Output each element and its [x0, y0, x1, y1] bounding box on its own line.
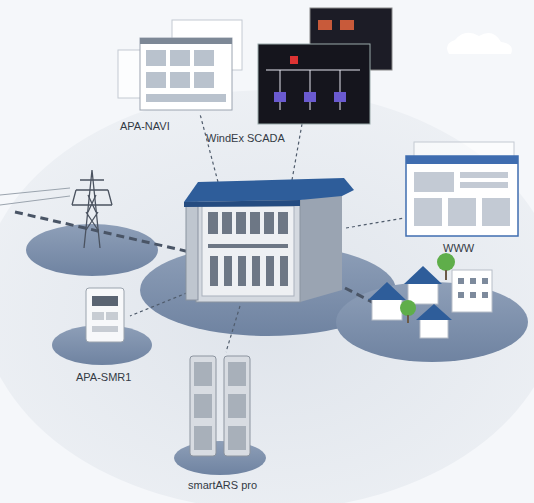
cabinet: [184, 178, 354, 302]
ars-disk: [174, 441, 266, 475]
cloud: [447, 33, 512, 54]
device-label: smartARS pro: [186, 478, 259, 493]
houses: [368, 253, 492, 338]
www-window: [406, 142, 518, 236]
device-label: APA-NAVI: [118, 119, 172, 134]
navi-screens: [118, 20, 242, 110]
pylon-disk: [26, 224, 158, 276]
pylon: [72, 170, 112, 248]
label-text: smartARS pro: [188, 479, 257, 492]
device-label: WindEx SCADA: [204, 131, 287, 146]
label-text: APA-NAVI: [120, 120, 170, 133]
label-text: WWW: [443, 242, 474, 255]
smr-device: [86, 288, 124, 342]
link-lines: [130, 114, 404, 352]
scada-screens: [258, 8, 392, 124]
grid-link: [15, 212, 190, 252]
smr-disk: [52, 325, 152, 365]
device-label: WWW: [441, 241, 476, 256]
ars-units: [190, 356, 250, 456]
houses-disk: [336, 282, 528, 362]
ground-disk: [0, 90, 534, 503]
label-text: WindEx SCADA: [206, 132, 285, 145]
power-wire: [0, 188, 70, 195]
device-label: APA-SMR1: [74, 370, 133, 385]
label-text: APA-SMR1: [76, 371, 131, 384]
power-wire: [0, 196, 70, 205]
